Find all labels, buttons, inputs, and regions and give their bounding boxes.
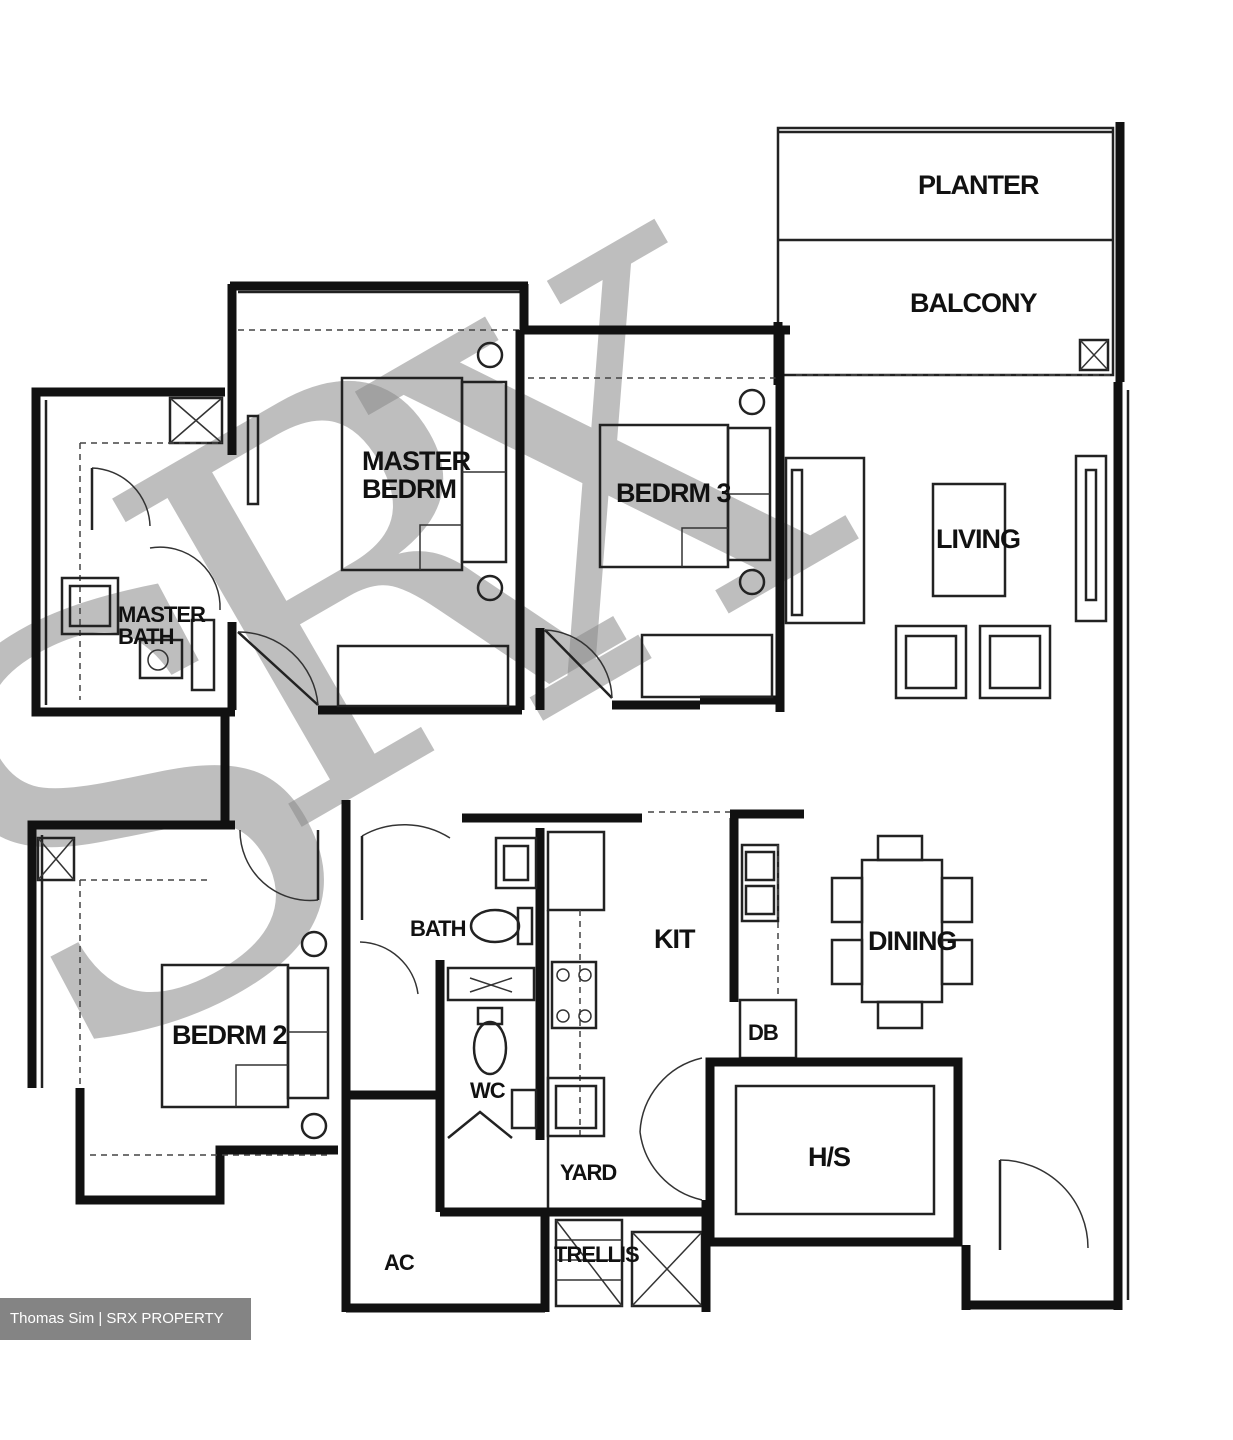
balcony-label: BALCONY (910, 288, 1037, 318)
db-label: DB (748, 1020, 778, 1045)
bedroom-3: BEDRM 3 (520, 325, 790, 712)
kitchen: KIT DB (546, 809, 804, 1210)
kit-label: KIT (654, 924, 696, 954)
hs-label: H/S (808, 1142, 850, 1172)
planter-label: PLANTER (918, 170, 1039, 200)
household-shelter: H/S (705, 1057, 963, 1247)
dining-label: DINING (868, 926, 957, 956)
master-bath: MASTER BATH (31, 387, 235, 717)
master-bedrm-label-2: BEDRM (362, 474, 456, 504)
master-bath-label-2: BATH (118, 624, 174, 649)
dining-area: DINING (830, 834, 974, 1030)
yard-label: YARD (560, 1160, 616, 1185)
bath-wc: BATH WC (341, 800, 642, 1313)
bedrm3-label: BEDRM 3 (616, 478, 731, 508)
bedrm2-label: BEDRM 2 (172, 1020, 287, 1050)
yard-ac-trellis: YARD AC TRELLIS (384, 1160, 711, 1312)
bedroom-2: BEDRM 2 (27, 712, 338, 1205)
wc-label: WC (470, 1078, 506, 1103)
photo-credit: Thomas Sim | SRX PROPERTY (0, 1298, 251, 1340)
living-area: LIVING (784, 454, 1108, 700)
bath-label: BATH (410, 916, 466, 941)
trellis-label: TRELLIS (554, 1242, 639, 1267)
ac-label: AC (384, 1250, 415, 1275)
living-label: LIVING (936, 524, 1020, 554)
balcony-area (773, 122, 1125, 385)
master-bedroom: MASTER BEDRM (227, 281, 529, 715)
master-bedrm-label-1: MASTER (362, 446, 471, 476)
master-bath-label-1: MASTER (118, 602, 206, 627)
